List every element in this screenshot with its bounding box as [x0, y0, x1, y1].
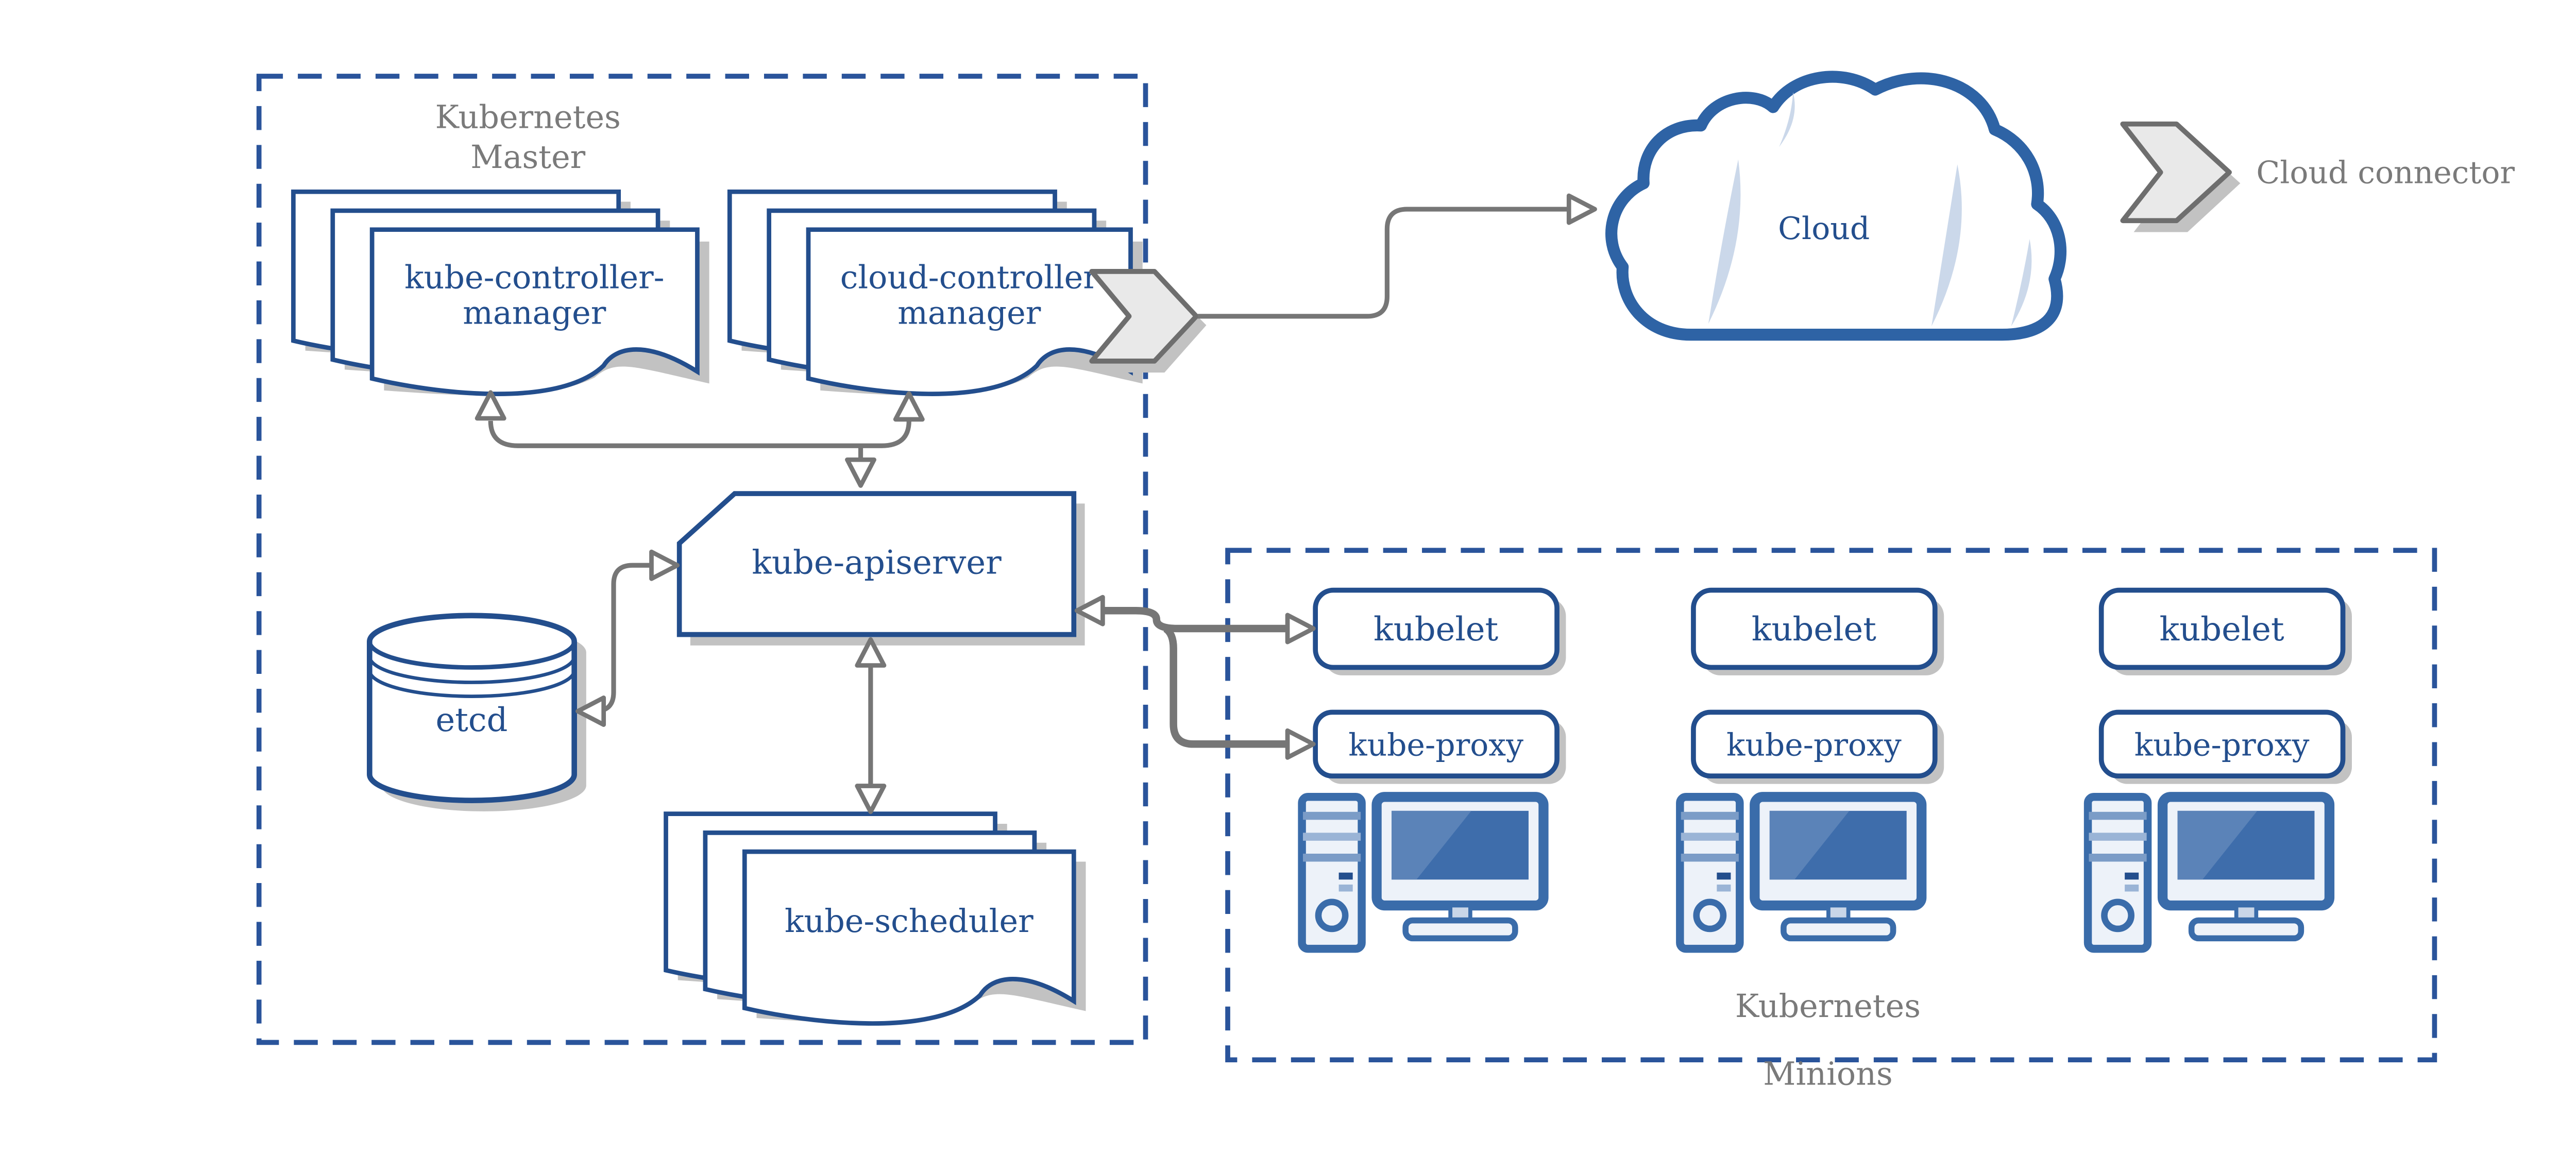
computer-icons — [1298, 792, 2330, 953]
cloud-label: Cloud — [1778, 211, 1870, 247]
kube-scheduler-stack-icon: kube-scheduler — [664, 811, 1086, 1026]
apiserver-minions-connector — [1074, 595, 1316, 760]
minion-node-1: kubelet kube-proxy — [1313, 587, 1566, 784]
cloud-highlight-crescent — [1779, 92, 1795, 147]
minion-node-3: kubelet kube-proxy — [2098, 587, 2352, 784]
controller-managers-to-apiserver-connector — [474, 390, 925, 488]
legend-cloud-connector: Cloud connector — [2120, 121, 2515, 232]
kubelet-box — [2098, 587, 2346, 670]
legend-label: Cloud connector — [2256, 155, 2515, 191]
kubelet-label: kubelet — [2160, 611, 2284, 649]
kubernetes-minions-box — [1225, 548, 2437, 1063]
cloud-connector-icon — [1089, 269, 1207, 373]
apiserver-etcd-connector — [575, 549, 680, 727]
cloud-highlight-crescent — [2011, 239, 2032, 327]
master-title-line1: Kubernetes — [435, 98, 621, 135]
cloud-connector-line — [1198, 193, 1597, 319]
computer-icon — [1680, 797, 1922, 949]
minion-node-2: kubelet kube-proxy — [1691, 587, 1944, 784]
kubelet-box — [1691, 587, 1938, 670]
cloud-highlight-crescent — [1931, 164, 1962, 327]
master-title-line2: Master — [470, 139, 585, 176]
kube-controller-manager-label-line2: manager — [463, 294, 606, 331]
kubelet-label: kubelet — [1374, 611, 1498, 649]
kube-proxy-label: kube-proxy — [1726, 727, 1902, 764]
computer-icon — [2088, 797, 2330, 949]
kube-proxy-label: kube-proxy — [1348, 727, 1523, 764]
computer-icon — [1298, 792, 1549, 953]
kube-proxy-label: kube-proxy — [2134, 727, 2310, 764]
cloud-controller-manager-stack-icon: cloud-controller manager — [727, 189, 1143, 396]
kube-scheduler-label: kube-scheduler — [785, 903, 1033, 940]
etcd-label: etcd — [436, 701, 508, 739]
kube-apiserver-box: kube-apiserver — [676, 491, 1085, 646]
kube-controller-manager-stack-icon: kube-controller- manager — [291, 189, 709, 396]
etcd-database-icon: etcd — [367, 613, 586, 811]
kube-controller-manager-label-line1: kube-controller- — [404, 259, 664, 296]
cloud-controller-manager-label-line1: cloud-controller — [840, 259, 1099, 296]
kubernetes-master-box — [256, 74, 1148, 1045]
kube-apiserver-label: kube-apiserver — [752, 544, 1002, 582]
legend-chevron-icon — [2120, 121, 2232, 224]
cloud-controller-manager-label-line2: manager — [897, 294, 1041, 331]
kubernetes-architecture-diagram: Kubernetes Master kube-controller- manag… — [256, 71, 2515, 1093]
cloud-highlight-crescent — [1708, 159, 1741, 324]
cloud-icon: Cloud — [1605, 71, 2066, 341]
apiserver-scheduler-connector — [855, 637, 887, 815]
kube-proxy-box — [1691, 709, 1938, 779]
kube-proxy-box — [2098, 709, 2346, 779]
minions-title-line1: Kubernetes — [1735, 988, 1921, 1025]
kubelet-label: kubelet — [1752, 611, 1876, 649]
minions-title-line2: Minions — [1763, 1056, 1893, 1093]
